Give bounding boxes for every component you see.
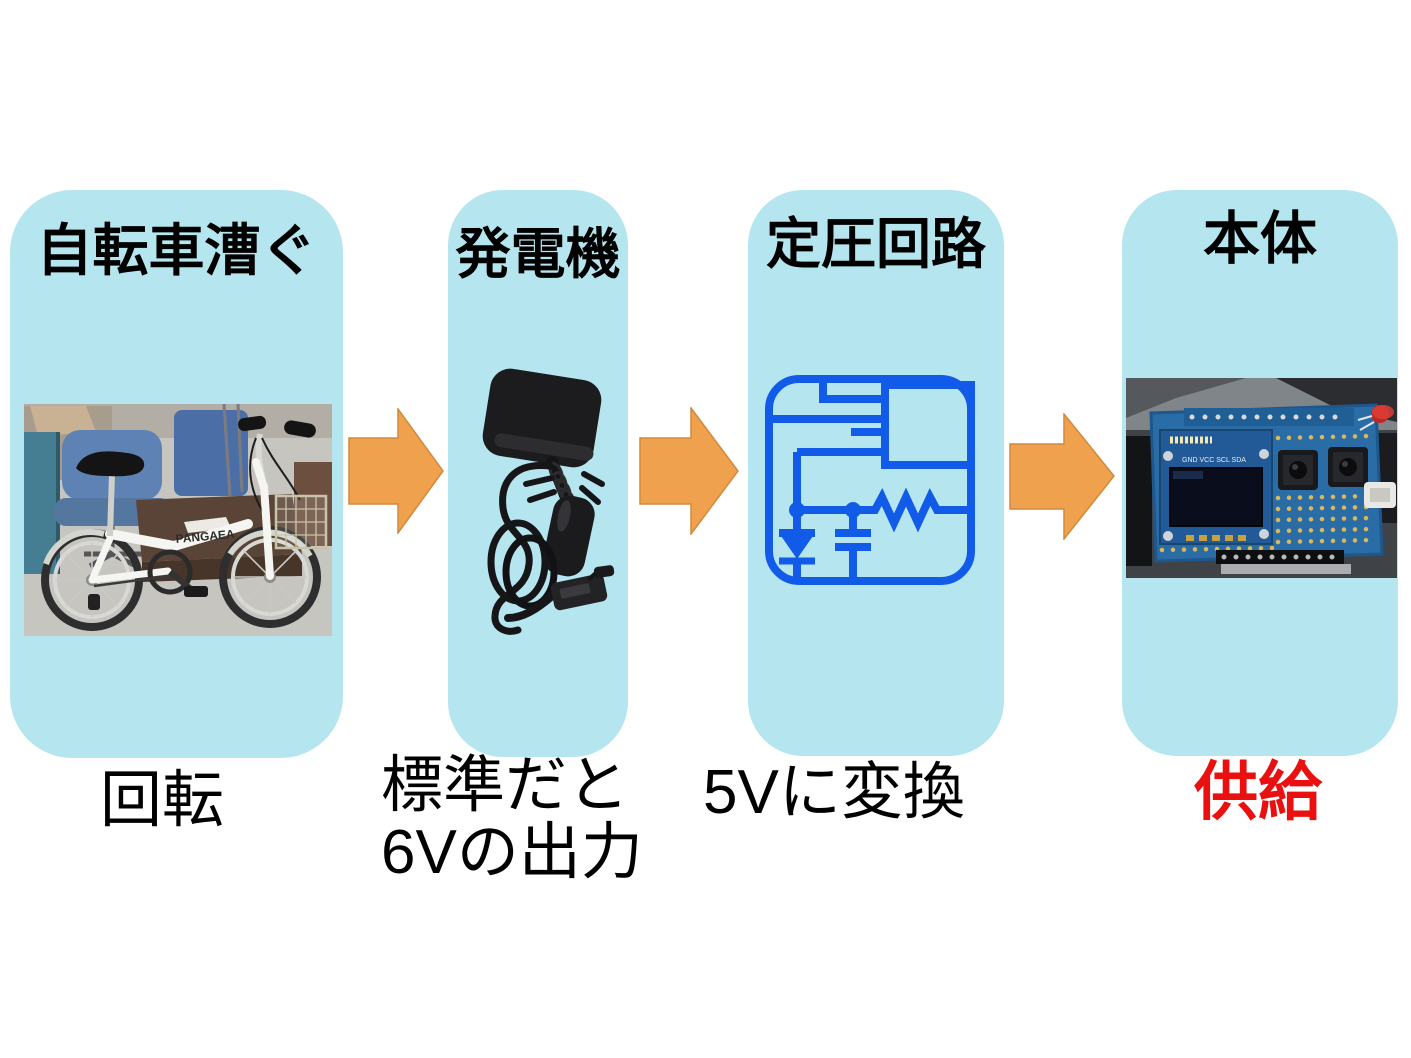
step-title: 発電機 [455, 223, 621, 285]
step-card-main-unit: 本体 GND VCC SCL SDA [1122, 190, 1398, 756]
step-caption: 標準だと 6Vの出力 [381, 751, 643, 887]
flow-arrow-icon [348, 408, 444, 534]
step-title: 本体 [1203, 207, 1317, 271]
oled-pin-label: GND VCC SCL SDA [1182, 457, 1246, 464]
bicycle-photo: PANGAEA [24, 404, 332, 636]
step-card-pedal-bicycle: 自転車漕ぐ [10, 190, 343, 758]
step-card-voltage-regulator: 定圧回路 [748, 190, 1004, 756]
step-title: 自転車漕ぐ [36, 219, 317, 282]
bicycle-brand-label: PANGAEA [175, 527, 235, 546]
step-caption: 回転 [100, 766, 225, 835]
flow-arrow-icon [639, 407, 739, 535]
step-caption-emphasized: 供給 [1194, 756, 1322, 828]
step-caption: 5Vに変換 [703, 758, 965, 827]
step-title: 定圧回路 [765, 213, 986, 275]
circuit-board-photo: GND VCC SCL SDA [1126, 378, 1397, 578]
flow-arrow-icon [1009, 413, 1115, 540]
voltage-regulator-circuit-icon [765, 375, 975, 585]
step-card-generator: 発電機 [448, 190, 628, 757]
generator-photo [482, 368, 615, 635]
